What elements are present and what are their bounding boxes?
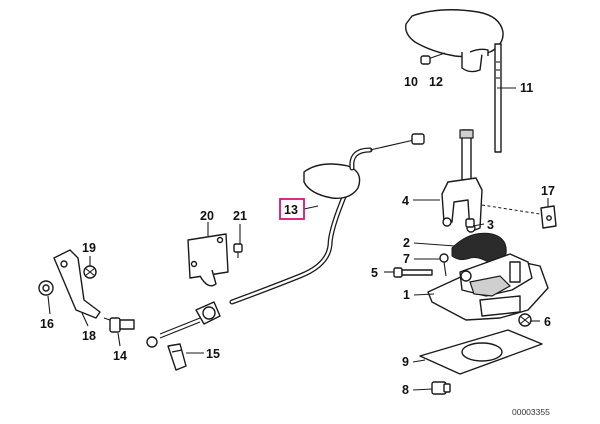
clip-17	[481, 204, 557, 229]
knob-screw	[420, 52, 446, 65]
screw-21	[233, 243, 243, 258]
diagram-code: 00003355	[512, 407, 550, 417]
nut-19	[83, 265, 97, 279]
label-10[interactable]: 10	[404, 75, 418, 89]
label-11[interactable]: 11	[520, 81, 533, 95]
shift-lever	[441, 129, 483, 233]
label-15[interactable]: 15	[206, 347, 220, 361]
label-17[interactable]: 17	[541, 184, 555, 198]
shift-knob	[405, 9, 504, 73]
bolt-5	[393, 267, 433, 278]
label-19[interactable]: 19	[82, 241, 96, 255]
clip-8	[431, 381, 451, 395]
bolt-14	[103, 317, 135, 333]
label-9[interactable]: 9	[402, 355, 409, 369]
nut-16	[38, 280, 54, 296]
nut-6	[518, 313, 532, 327]
shifter-housing	[427, 253, 549, 321]
label-2[interactable]: 2	[403, 236, 410, 250]
label-20[interactable]: 20	[200, 209, 214, 223]
label-18[interactable]: 18	[82, 329, 96, 343]
label-4[interactable]: 4	[402, 194, 409, 208]
shift-cable	[146, 133, 425, 348]
highlight-box-13	[279, 198, 305, 220]
label-1[interactable]: 1	[403, 288, 410, 302]
bracket-18	[53, 249, 101, 319]
label-13[interactable]: 13	[284, 203, 298, 217]
label-21[interactable]: 21	[233, 209, 247, 223]
leader-lines	[47, 87, 549, 391]
bolt-3	[465, 218, 475, 228]
label-12[interactable]: 12	[429, 75, 443, 89]
label-6[interactable]: 6	[544, 315, 551, 329]
label-16[interactable]: 16	[40, 317, 54, 331]
clip-15	[167, 343, 187, 371]
label-14[interactable]: 14	[113, 349, 127, 363]
label-8[interactable]: 8	[402, 383, 409, 397]
holder-bracket	[187, 233, 229, 287]
label-5[interactable]: 5	[371, 266, 378, 280]
label-3[interactable]: 3	[487, 218, 494, 232]
mounting-plate	[419, 329, 543, 375]
label-7[interactable]: 7	[403, 252, 410, 266]
screw-7	[439, 253, 449, 277]
shift-rod	[494, 43, 502, 153]
